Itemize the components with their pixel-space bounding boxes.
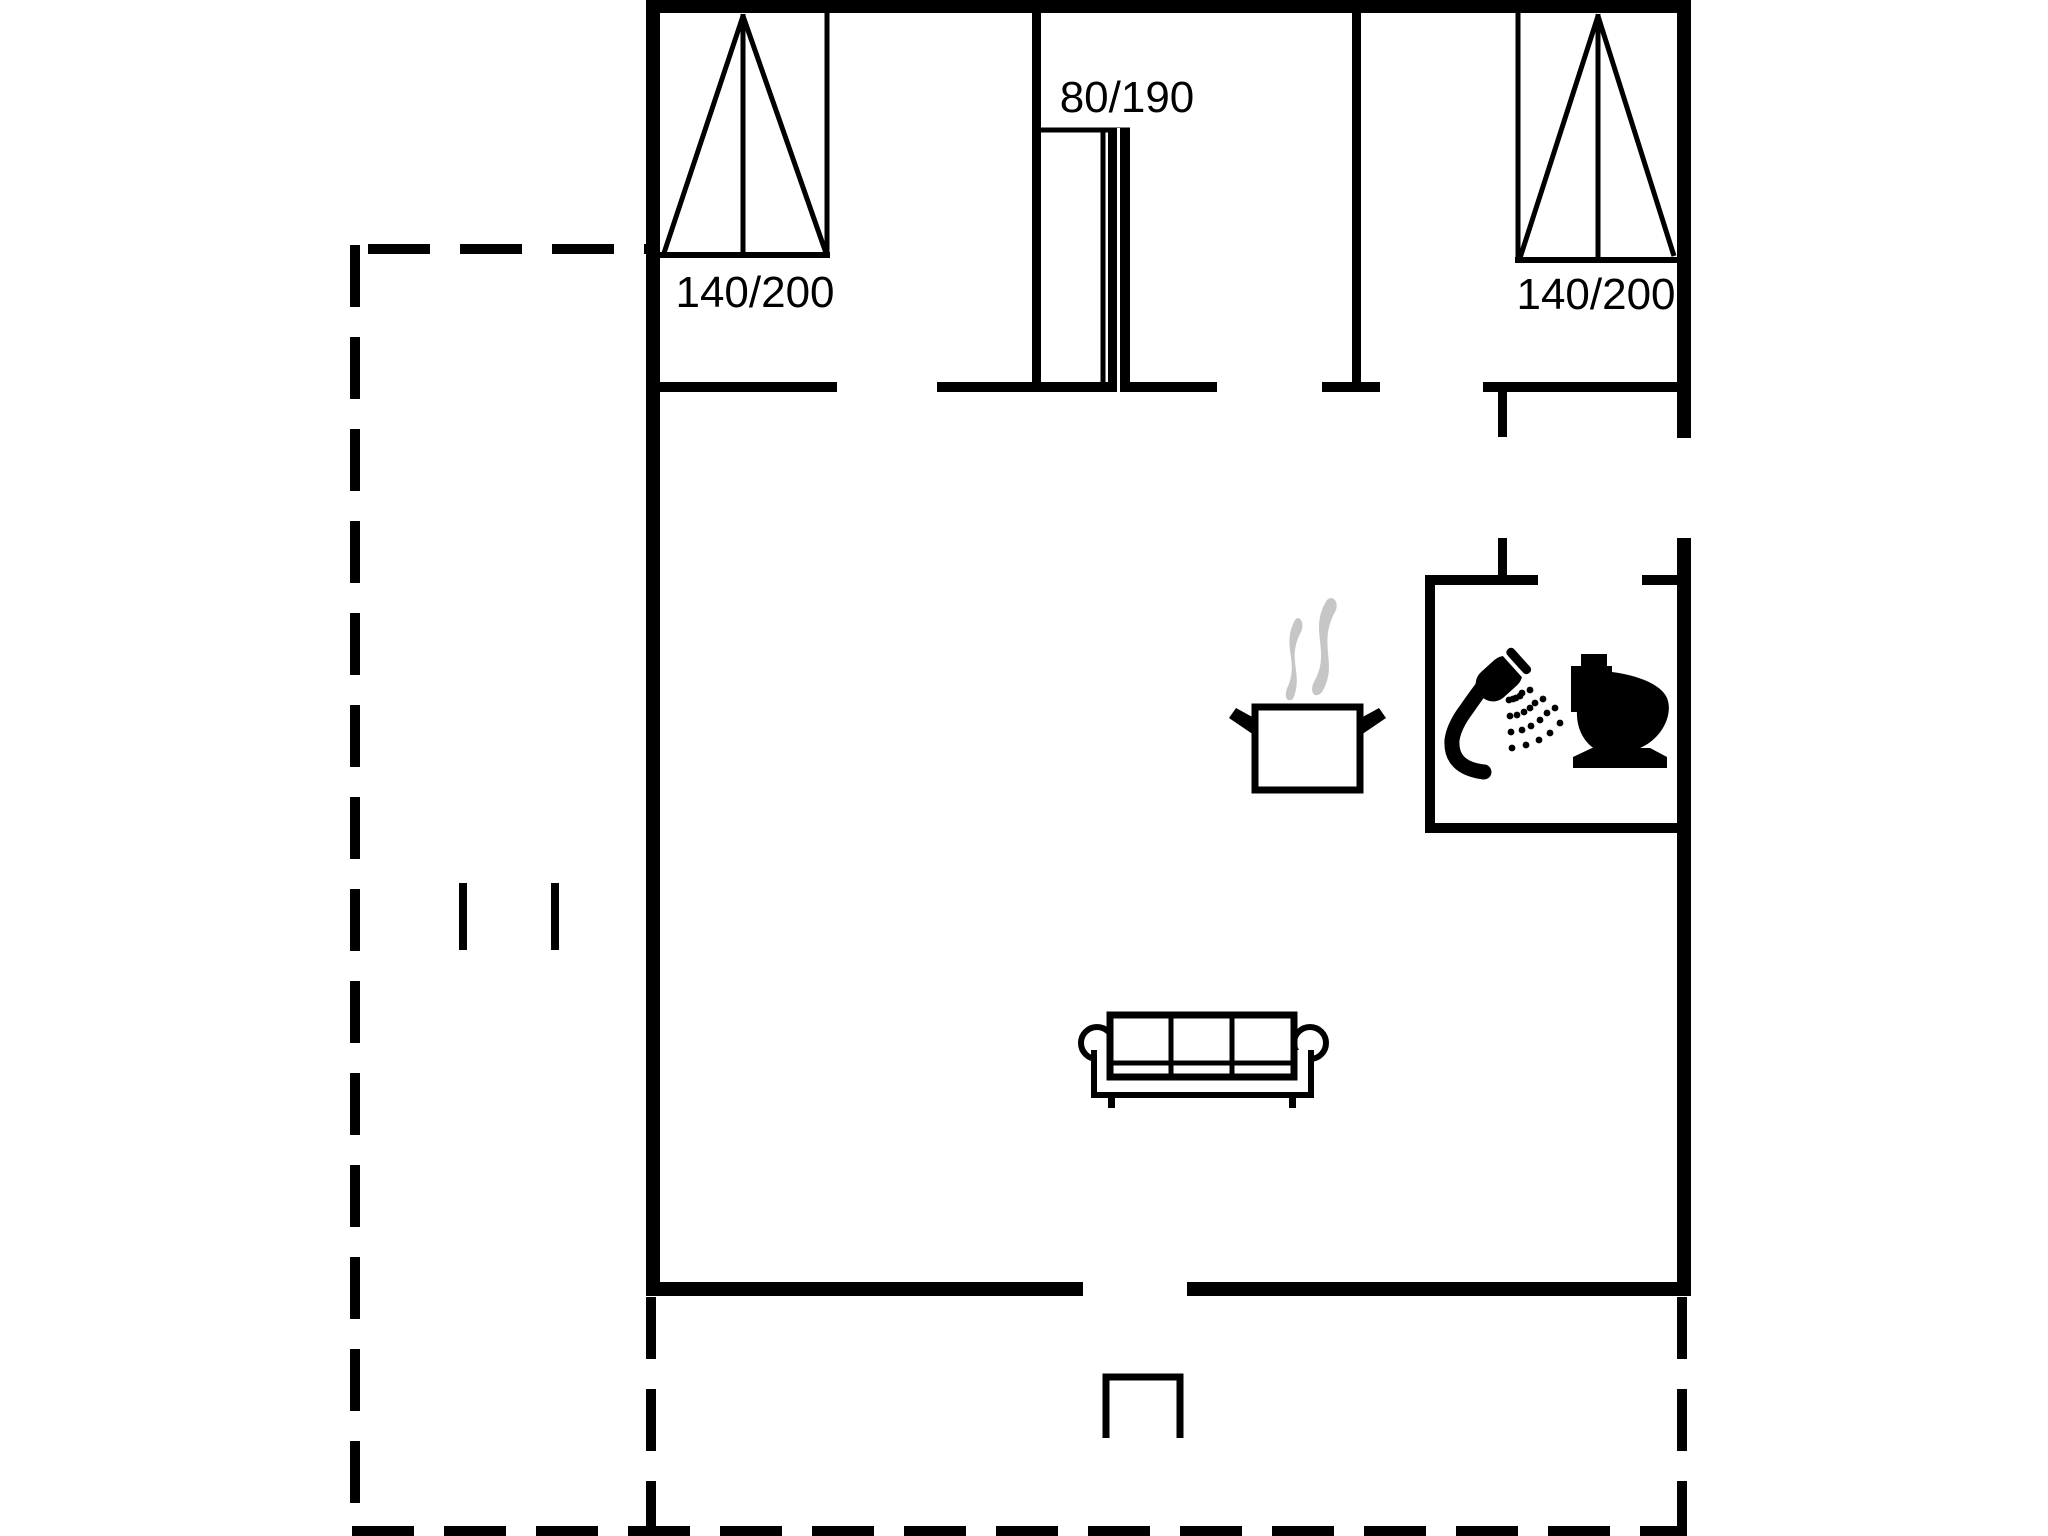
shower-head-body [1475,655,1523,702]
wall-right-lower [1677,538,1691,1296]
wall-top [646,0,1691,13]
shower-head-face [1506,647,1532,675]
interior-walls [660,13,1677,582]
shower-spray-dots [1505,686,1564,752]
carport-post-marks [459,883,559,950]
hall-wall-seg-1 [660,382,837,392]
window-right-size-label: 140/200 [1516,270,1675,319]
steam-wisp-left [1285,618,1303,701]
door-leaf-seam [1117,128,1120,392]
shower-head [1475,647,1532,702]
wall-bottom-left [646,1282,1083,1296]
window-symbol-right [1515,13,1677,263]
sliding-door-symbol [1041,127,1130,392]
toilet-base [1573,748,1667,768]
window-left-diagonal-1 [661,15,746,254]
bedroom-divider-wall [1352,13,1361,382]
bathroom-wall-top-left [1425,575,1538,585]
sofa-cushion-block [1106,1011,1298,1081]
hall-wall-seg-2 [937,382,1217,392]
door-side-wall [1032,13,1041,382]
bathroom-wall-top-right [1642,575,1677,585]
toilet-icon [1571,654,1669,768]
steam-wisp-right [1312,598,1337,696]
hall-wall-seg-4 [1483,382,1677,392]
window-symbol-left [660,13,830,258]
sofa-icon [1078,1011,1329,1108]
entrance-step [1102,1373,1184,1438]
outer-walls [646,0,1691,1296]
wall-left [646,0,660,1296]
shower-icon [1444,647,1564,780]
toilet-bowl [1576,672,1669,751]
cooking-pot-icon [1229,703,1386,794]
steam-icon [1285,598,1337,701]
shower-head-seam [1500,650,1528,681]
door-size-label: 80/190 [1060,73,1195,122]
toilet-tank [1571,666,1612,712]
hall-wall-seg-3 [1322,382,1380,392]
wall-bottom-right [1187,1282,1691,1296]
vestibule-wall-stub-upper [1498,392,1507,437]
bathroom-walls [1425,575,1677,833]
wall-right-upper [1677,0,1691,438]
vestibule-wall-stub-lower [1498,538,1507,582]
post-mark-left [459,883,467,950]
bathroom-wall-bottom [1425,823,1677,833]
window-left-diagonal-2 [740,15,829,254]
sofa-leg-left [1108,1095,1115,1108]
pot-handle-left [1229,708,1256,735]
shower-hose-handle [1444,672,1496,780]
window-right-diagonal-1 [1517,15,1601,259]
pot-body [1251,703,1364,794]
window-right-diagonal-2 [1595,15,1677,257]
sofa-leg-right [1289,1095,1296,1108]
post-mark-right [551,883,559,950]
terrace-dashed-outline [350,244,1687,1536]
window-left-size-label: 140/200 [675,268,834,317]
bathroom-wall-left [1425,575,1435,833]
pot-handle-right [1359,708,1386,735]
